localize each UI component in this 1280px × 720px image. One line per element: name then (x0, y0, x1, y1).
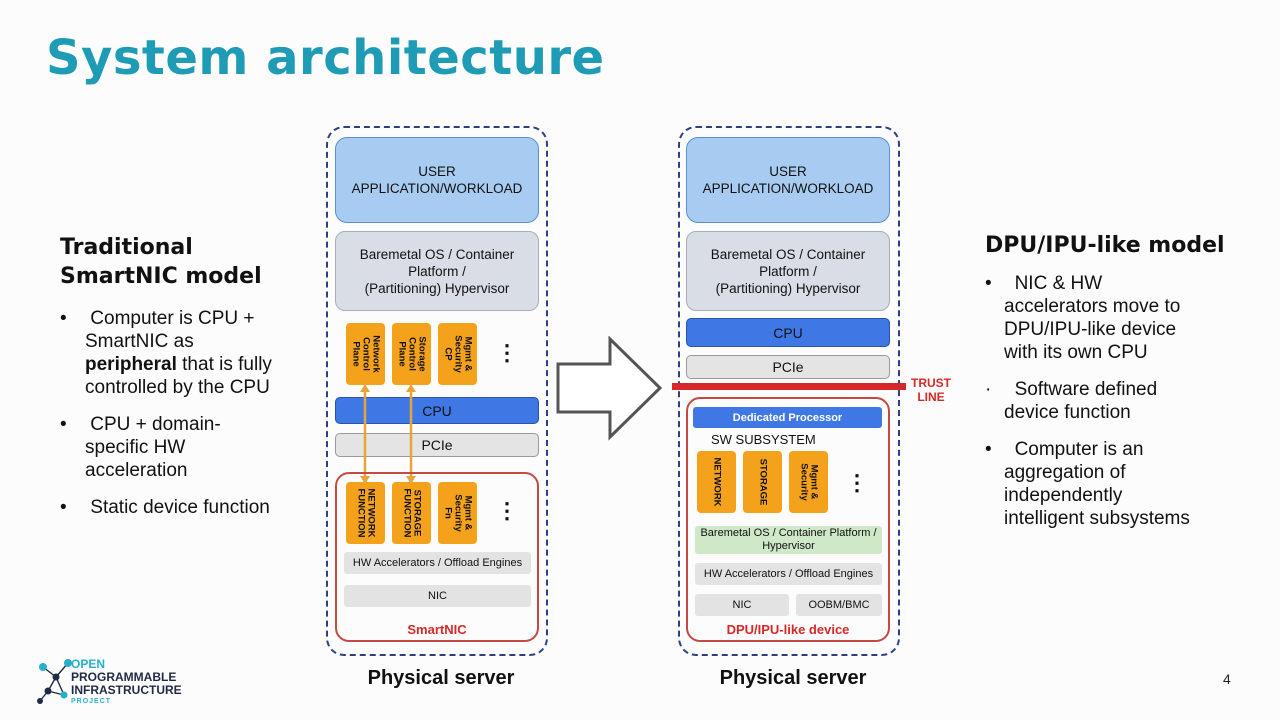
nic-box: NIC (695, 594, 789, 616)
physical-server-caption: Physical server (719, 667, 867, 689)
device-os-box: Baremetal OS / Container Platform /Hyper… (695, 526, 882, 554)
sw-subsystem-label: SW SUBSYSTEM (711, 432, 816, 447)
pcie-bar: PCIe (335, 433, 539, 457)
nic-box: NIC (344, 585, 531, 607)
right-heading: DPU/IPU-like model (985, 233, 1225, 258)
logo-text: OPEN PROGRAMMABLE INFRASTRUCTURE PROJECT (71, 657, 182, 706)
dedicated-processor-box: Dedicated Processor (693, 407, 882, 428)
mgmt-security-box: Mgmt & Security (789, 451, 828, 513)
connector-arrows (360, 384, 416, 484)
more-icon: ⋮ (846, 470, 868, 495)
right-bullet: • Computer is an aggregation of independ… (985, 439, 1190, 529)
hw-accelerators-box: HW Accelerators / Offload Engines (695, 563, 882, 585)
storage-control-plane-box: Storage Control Plane (392, 323, 431, 385)
oobm-bmc-box: OOBM/BMC (796, 594, 882, 616)
pcie-bar: PCIe (686, 355, 890, 379)
dpu-device-label: DPU/IPU-like device (726, 622, 850, 637)
trust-line (672, 383, 906, 390)
opi-logo-icon (37, 659, 72, 704)
smartnic-label: SmartNIC (407, 622, 467, 637)
physical-server-caption: Physical server (367, 667, 515, 689)
more-icon: ⋮ (496, 498, 518, 523)
transition-arrow-icon (556, 336, 663, 441)
page-number: 4 (1223, 671, 1231, 687)
mgmt-security-fn-box: Mgmt & Security Fn (438, 482, 477, 544)
physical-server-right (678, 126, 900, 656)
cpu-bar: CPU (335, 397, 539, 424)
storage-function-box: STORAGE FUNCTION (392, 482, 431, 544)
network-control-plane-box: Network Control Plane (346, 323, 385, 385)
network-function-box: NETWORK FUNCTION (346, 482, 385, 544)
left-bullet: • Static device function (60, 497, 270, 518)
left-heading: Traditional SmartNIC model (60, 235, 262, 289)
left-bullet: • CPU + domain- specific HW acceleration (60, 414, 221, 481)
right-bullet: · Software defined device function (985, 379, 1158, 423)
network-box: NETWORK (697, 451, 736, 513)
storage-box: STORAGE (743, 451, 782, 513)
dpu-device-box (686, 397, 890, 642)
left-bullet: • Computer is CPU + SmartNIC as peripher… (60, 308, 272, 398)
physical-server-left (326, 126, 548, 656)
smartnic-box (335, 472, 539, 642)
more-icon: ⋮ (496, 340, 518, 365)
hw-accelerators-box: HW Accelerators / Offload Engines (344, 552, 531, 574)
right-bullet-list: • NIC & HW accelerators move to DPU/IPU-… (985, 272, 1255, 544)
right-bullet: • NIC & HW accelerators move to DPU/IPU-… (985, 273, 1181, 363)
mgmt-security-cp-box: Mgmt & Security CP (438, 323, 477, 385)
page-title: System architecture (46, 30, 605, 86)
cpu-bar: CPU (686, 318, 890, 347)
left-bullet-list: • Computer is CPU + SmartNIC as peripher… (60, 307, 310, 533)
